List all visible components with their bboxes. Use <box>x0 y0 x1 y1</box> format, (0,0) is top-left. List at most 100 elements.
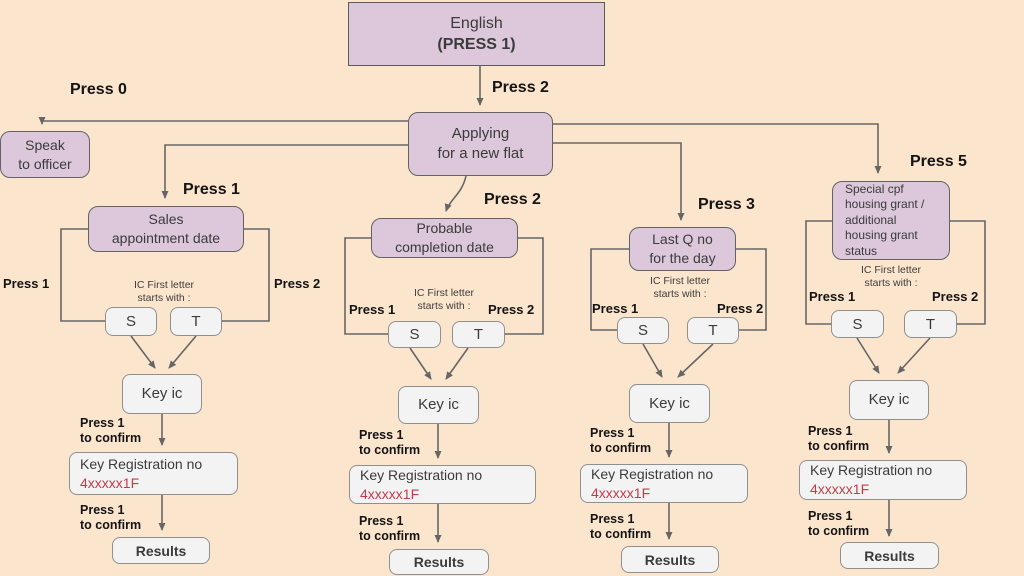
branch3-title-line1: Last Q no <box>652 231 713 247</box>
branch4-reg-number: 4xxxxx1F <box>810 481 870 497</box>
branch4-ic-line2: starts with : <box>864 277 918 289</box>
branch2-press-label: Press 2 <box>484 191 541 208</box>
branch2-key-registration-box: Key Registration no 4xxxxx1F <box>349 465 536 504</box>
branch1-confirm2-line1: Press 1 <box>80 503 125 517</box>
branch4-confirm1-line1: Press 1 <box>808 424 853 438</box>
branch1-confirm2-line2: to confirm <box>80 518 142 532</box>
branch2-reg-number: 4xxxxx1F <box>360 485 420 502</box>
branch4-s-box: S <box>831 310 884 338</box>
branch3-confirm1-line1: Press 1 <box>590 426 635 440</box>
branch1-reg-line1: Key Registration no <box>80 455 203 472</box>
branch2-title-line1: Probable <box>416 220 473 236</box>
bran4-confirm2-line2: to confirm <box>808 524 870 538</box>
node-english: English (PRESS 1) <box>348 2 605 66</box>
branch3-title-box: Last Q no for the day <box>629 227 736 271</box>
branch1-results-box: Results <box>112 537 210 564</box>
branch4-title-line2: housing grant / <box>845 197 925 212</box>
branch1-press2-label: Press 2 <box>274 276 321 291</box>
node-speak-line2: to officer <box>18 155 72 172</box>
node-applying-line1: Applying <box>451 125 510 142</box>
branch1-confirm1-line2: to confirm <box>80 431 142 445</box>
branch2-reg-line1: Key Registration no <box>360 466 483 483</box>
branch3-results-box: Results <box>621 546 719 573</box>
branch3-reg-number: 4xxxxx1F <box>591 484 651 501</box>
branch2-title-box: Probable completion date <box>371 218 518 258</box>
branch4-results-box: Results <box>840 542 939 569</box>
branch4-confirm2-line1: Press 1 <box>808 509 853 523</box>
branch3-ic-label: IC First letter starts with : <box>650 275 710 301</box>
branch3-press2-label: Press 2 <box>717 301 764 316</box>
branch4-title-line1: Special cpf <box>845 181 904 196</box>
branch4-title-box: Special cpf housing grant / additional h… <box>832 181 950 260</box>
branch4-ic-label: IC First letter starts with : <box>861 264 921 290</box>
branch2-press1-label: Press 1 <box>349 302 396 317</box>
branch2-confirm2-label: Press 1 to confirm <box>359 514 420 544</box>
branch2-title-line2: completion date <box>395 239 494 255</box>
branch4-t-box: T <box>904 310 957 338</box>
branch4-press1-label: Press 1 <box>809 289 856 304</box>
branch2-confirm1-line1: Press 1 <box>359 428 404 442</box>
branch4-press2-label: Press 2 <box>932 289 979 304</box>
branch2-press2-label: Press 2 <box>488 302 535 317</box>
branch1-title-box: Sales appointment date <box>88 206 244 252</box>
branch2-confirm2-line1: Press 1 <box>359 514 404 528</box>
node-applying: Applying for a new flat <box>408 112 553 176</box>
branch1-press1-label: Press 1 <box>3 276 50 291</box>
branch3-confirm1-label: Press 1 to confirm <box>590 426 651 456</box>
branch3-press-label: Press 3 <box>698 196 755 213</box>
branch2-results-box: Results <box>389 549 489 575</box>
branch1-key-registration-box: Key Registration no 4xxxxx1F <box>69 452 238 495</box>
node-applying-line2: for a new flat <box>437 145 524 162</box>
branch3-confirm2-line2: to confirm <box>590 527 652 541</box>
branch3-confirm2-line1: Press 1 <box>590 512 635 526</box>
branch4-confirm1-label: Press 1 to confirm <box>808 424 869 454</box>
branch2-confirm1-line2: to confirm <box>359 443 421 457</box>
press-2-root-label: Press 2 <box>492 79 549 96</box>
branch3-press1-label: Press 1 <box>592 301 639 316</box>
branch1-title-line2: appointment date <box>111 230 221 246</box>
branch4-confirm1-line2: to confirm <box>808 439 870 453</box>
branch4-press-label: Press 5 <box>910 153 967 170</box>
branch4-key-registration-box: Key Registration no 4xxxxx1F <box>799 460 967 500</box>
branch1-t-box: T <box>170 307 222 336</box>
press-0-label: Press 0 <box>70 81 127 98</box>
branch3-key-ic-box: Key ic <box>629 384 710 423</box>
branch3-key-registration-box: Key Registration no 4xxxxx1F <box>580 464 748 503</box>
branch3-reg-line1: Key Registration no <box>591 465 714 482</box>
node-english-line1: English <box>450 15 503 32</box>
branch3-title-line2: for the day <box>649 250 716 266</box>
branch1-s-box: S <box>105 307 157 336</box>
branch4-reg-line1: Key Registration no <box>810 462 933 478</box>
branch1-confirm1-line1: Press 1 <box>80 416 125 430</box>
branch3-confirm1-line2: to confirm <box>590 441 652 455</box>
node-speak-to-officer: Speak to officer <box>0 131 90 178</box>
branch1-ic-line1: IC First letter <box>133 279 195 291</box>
branch3-t-box: T <box>687 317 739 344</box>
branch2-s-box: S <box>388 321 441 348</box>
branch4-key-ic-box: Key ic <box>849 380 929 420</box>
branch1-confirm2-label: Press 1 to confirm <box>80 503 141 533</box>
branch1-ic-line2: starts with : <box>137 292 191 304</box>
branch1-key-ic-box: Key ic <box>122 374 202 414</box>
branch1-press-label: Press 1 <box>183 181 240 198</box>
branch4-confirm2-label: Press 1 to confirm <box>808 509 869 539</box>
branch2-t-box: T <box>452 321 505 348</box>
branch3-ic-line2: starts with : <box>653 288 707 300</box>
branch4-title-line3: additional <box>845 212 897 227</box>
node-english-line2: (PRESS 1) <box>437 36 516 53</box>
branch1-confirm1-label: Press 1 to confirm <box>80 416 141 446</box>
branch1-reg-number: 4xxxxx1F <box>80 474 140 491</box>
branch2-ic-label: IC First letter starts with : <box>414 287 474 313</box>
branch4-title-line4: housing grant <box>845 228 918 243</box>
node-speak-line1: Speak <box>25 136 65 153</box>
branch3-s-box: S <box>617 317 669 344</box>
branch4-title-line5: status <box>845 243 878 258</box>
branch3-ic-line1: IC First letter <box>649 275 711 287</box>
branch3-confirm2-label: Press 1 to confirm <box>590 512 651 542</box>
branch1-title-line1: Sales <box>148 211 184 227</box>
branch2-confirm2-line2: to confirm <box>359 529 421 543</box>
branch2-confirm1-label: Press 1 to confirm <box>359 428 420 458</box>
branch2-key-ic-box: Key ic <box>398 386 479 424</box>
